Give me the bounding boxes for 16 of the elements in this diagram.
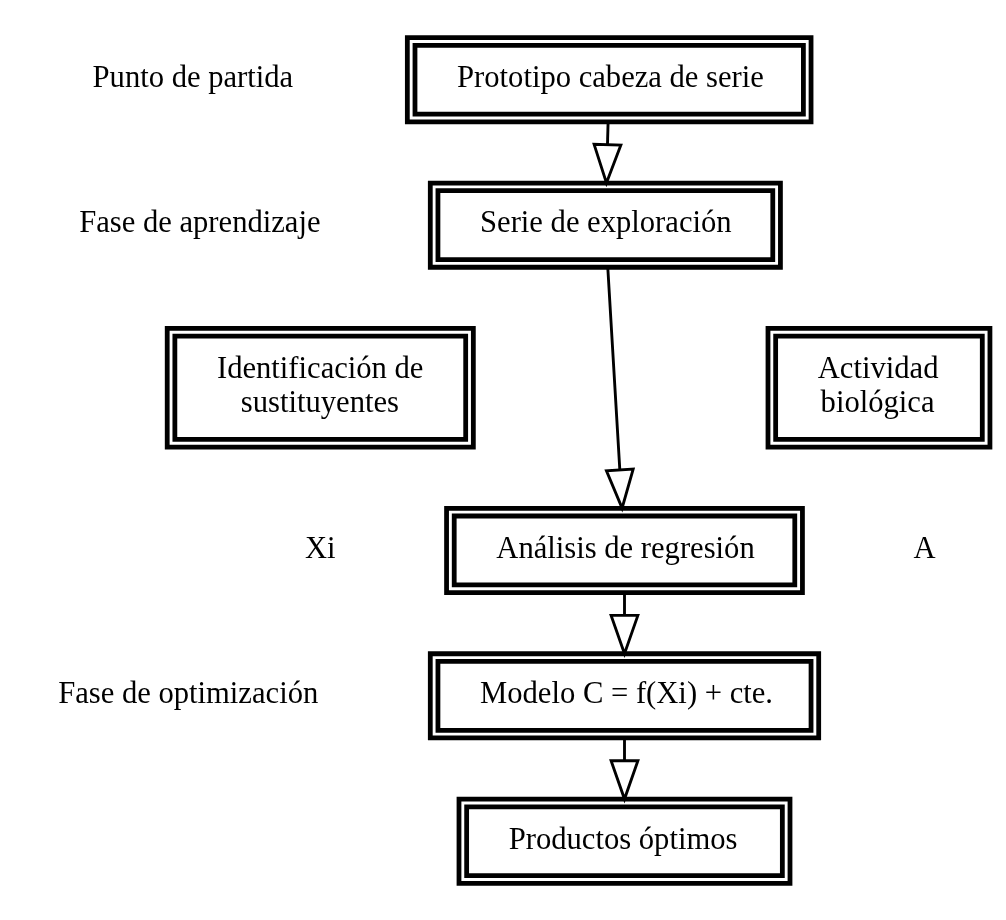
label: A: [913, 530, 936, 565]
node-box: Actividad biológica: [765, 325, 993, 449]
arrow: [609, 592, 640, 658]
label: Xi: [304, 530, 336, 565]
label: Fase de aprendizaje: [79, 204, 321, 239]
node-box: Análisis de regresión: [444, 505, 805, 595]
label: Fase de optimización: [58, 675, 319, 710]
node-box: Identificación de sustituyentes: [164, 325, 476, 449]
label: Punto de partida: [92, 59, 294, 94]
node-box: Serie de exploración: [427, 180, 783, 270]
arrow: [592, 121, 623, 187]
node-box: Prototipo cabeza de serie: [404, 34, 814, 124]
node-box: Modelo C = f(Xi) + cte.: [427, 650, 822, 740]
arrow: [609, 737, 640, 803]
arrow: [604, 267, 636, 512]
node-box: Productos óptimos: [456, 796, 793, 886]
